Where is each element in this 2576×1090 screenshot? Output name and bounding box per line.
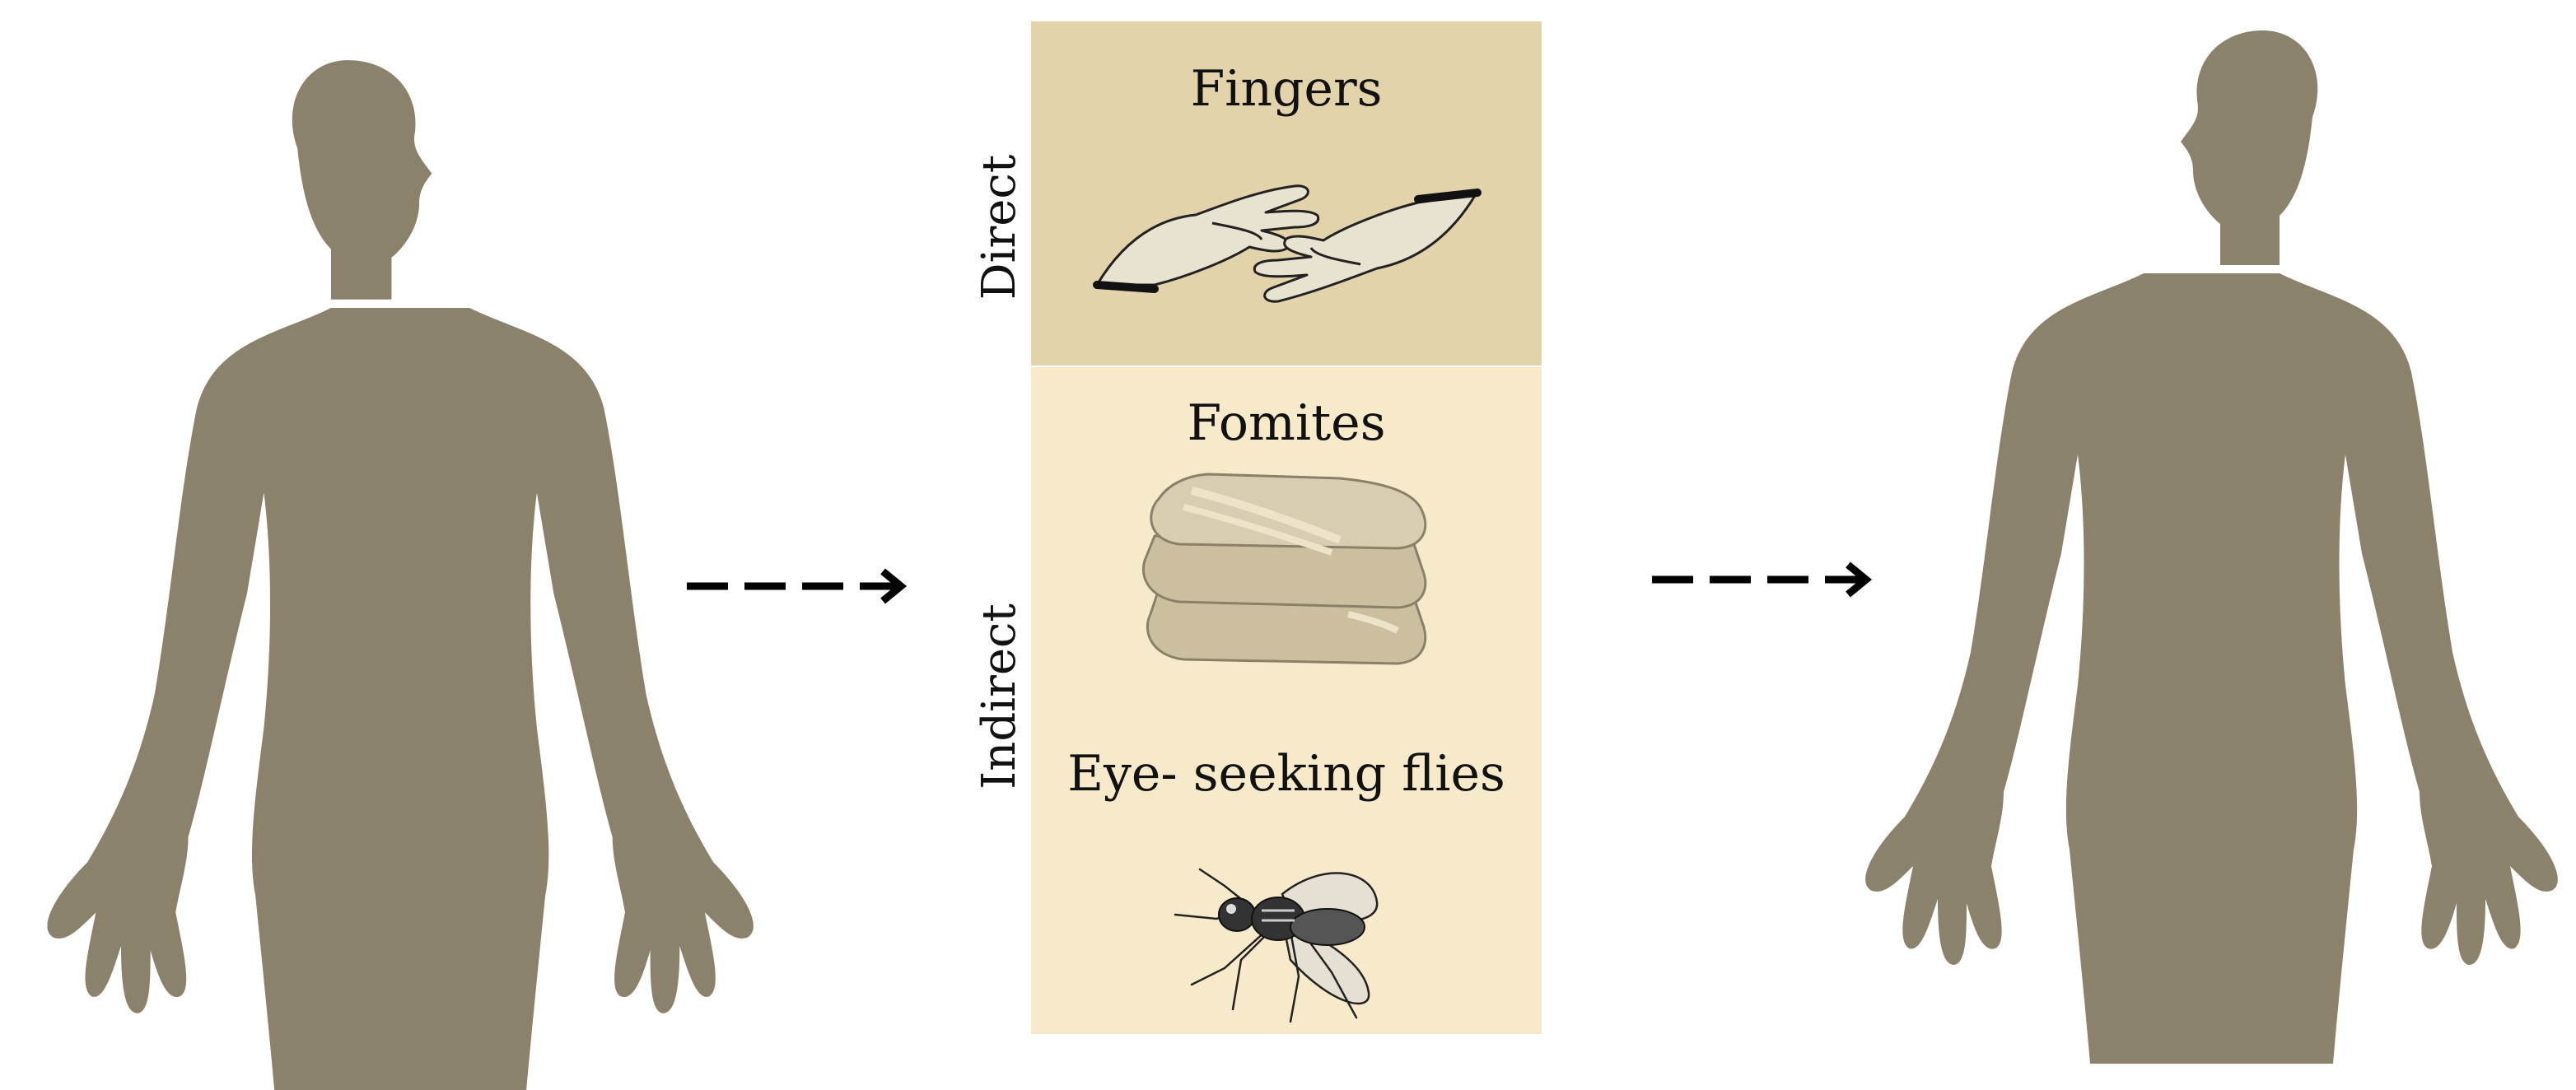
hands-touching-icon: [1093, 184, 1482, 303]
dashed-arrow-right-icon: [1652, 561, 1873, 598]
transmission-arrow-left: [680, 560, 919, 613]
fingers-heading: Fingers: [1190, 60, 1383, 118]
source-human-figure: [0, 0, 824, 1090]
dashed-arrow-right-icon: [687, 568, 908, 604]
human-silhouette-icon: [47, 60, 754, 1090]
indirect-transmission-panel: Indirect Fomites Eye- seeking flies: [973, 367, 1542, 1034]
indirect-side-label: Indirect: [973, 603, 1026, 790]
flies-heading: Eye- seeking flies: [1067, 745, 1505, 803]
folded-towels-icon: [1141, 473, 1427, 665]
direct-transmission-panel: Direct Fingers: [973, 21, 1542, 366]
direct-side-label: Direct: [973, 154, 1026, 300]
transmission-arrow-right: [1645, 553, 1884, 606]
fly-icon: [1174, 868, 1379, 1023]
human-silhouette-icon: [1865, 30, 2558, 1064]
recipient-human-figure: [1752, 0, 2576, 1090]
fomites-heading: Fomites: [1187, 394, 1386, 452]
